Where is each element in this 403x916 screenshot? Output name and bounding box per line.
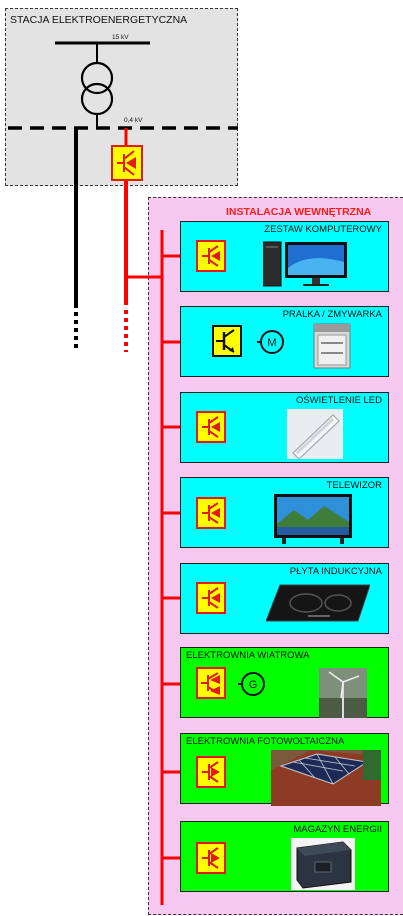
motor-symbol: M	[257, 328, 285, 356]
converter-hob	[196, 582, 226, 614]
solar-panel-icon	[271, 750, 381, 806]
converter-computer	[196, 240, 226, 272]
station-converter	[111, 145, 143, 181]
installation-title: INSTALACJA WEWNĘTRZNA	[226, 206, 372, 218]
transformer-winding-hv	[80, 61, 114, 95]
unit-pv-label: ELEKTROWNIA FOTOWOLTAICZNA	[186, 736, 345, 747]
unit-hob-label: PŁYTA INDUKCYJNA	[289, 566, 382, 577]
unit-computer-label: ZESTAW KOMPUTEROWY	[264, 224, 382, 235]
tv-icon	[274, 494, 352, 544]
station-title: STACJA ELEKTROENERGETYCZNA	[10, 14, 188, 26]
battery-storage-icon	[291, 838, 355, 890]
unit-led-label: OŚWIETLENIE LED	[295, 395, 382, 406]
converter-storage	[196, 842, 226, 874]
converter-wind	[196, 667, 226, 699]
led-lamp-icon	[287, 409, 343, 459]
converter-tv	[196, 497, 226, 529]
hv-voltage-label: 15 kV	[112, 34, 129, 41]
generator-symbol: G	[238, 670, 266, 698]
induction-hob-icon	[266, 581, 370, 625]
unit-storage-label: MAGAZYN ENERGII	[293, 824, 382, 835]
unit-tv-label: TELEWIZOR	[326, 480, 382, 491]
computer-icon	[263, 240, 349, 288]
unit-wind-label: ELEKTROWNIA WIATROWA	[186, 650, 310, 661]
unit-washer-label: PRALKA / ZMYWARKA	[282, 309, 382, 320]
converter-led	[196, 411, 226, 443]
converter-pv	[196, 756, 226, 788]
motor-letter: M	[267, 337, 276, 349]
lv-voltage-label: 0,4 kV	[124, 117, 143, 124]
wind-turbine-icon	[319, 668, 367, 718]
transformer-winding-lv	[80, 82, 114, 116]
converter-washer	[212, 325, 242, 357]
dishwasher-icon	[313, 323, 351, 369]
generator-letter: G	[249, 679, 258, 691]
